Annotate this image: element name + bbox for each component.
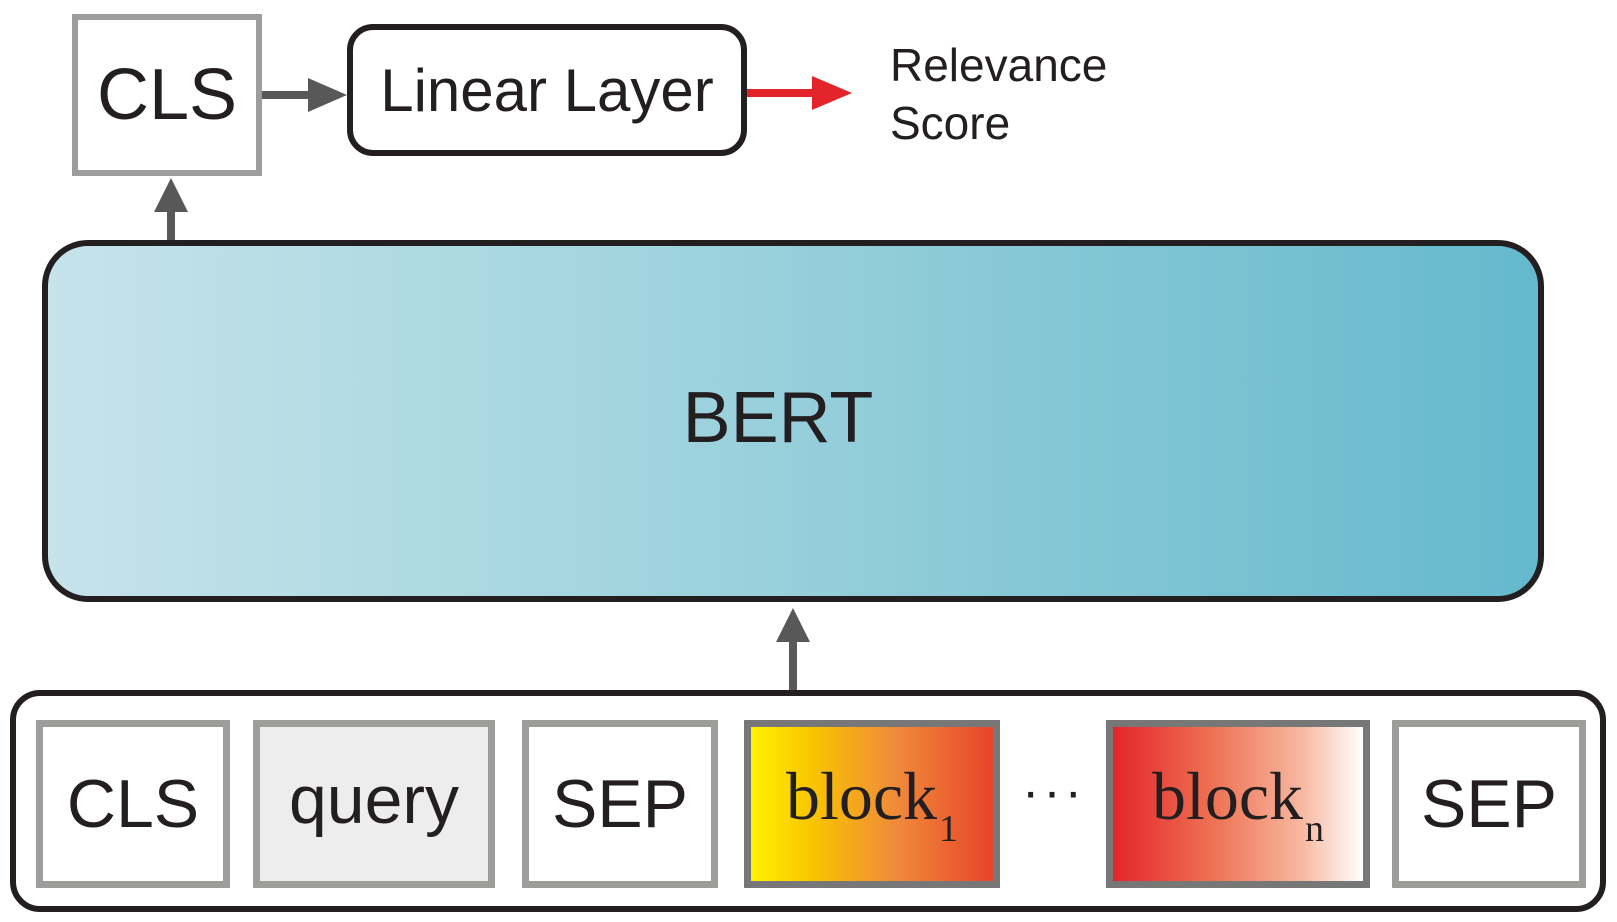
- cls-output-box: CLS: [72, 14, 262, 176]
- token-query-label: query: [288, 762, 460, 838]
- arrow-linear-to-score: [747, 76, 852, 110]
- token-block-1-subscript: 1: [939, 808, 959, 850]
- token-sep-first-label: SEP: [551, 766, 689, 842]
- arrow-cls-to-linear: [262, 78, 347, 112]
- arrow-input-to-bert: [776, 608, 810, 690]
- relevance-score-line2: Score: [890, 97, 1011, 149]
- arrow-bert-to-cls: [154, 178, 188, 240]
- bert-model-box: BERT: [42, 240, 1544, 602]
- token-sep-last: SEP: [1392, 720, 1586, 888]
- token-block-1-text: block1: [786, 757, 958, 851]
- token-block-1-label: block: [785, 758, 938, 834]
- token-block-n-label: block: [1151, 758, 1304, 834]
- relevance-score-label: Relevance Score: [890, 36, 1107, 152]
- token-block-n-text: blockn: [1152, 757, 1324, 851]
- token-cls: CLS: [36, 720, 230, 888]
- token-sep-first: SEP: [522, 720, 718, 888]
- sequence-ellipsis: ···: [1022, 763, 1086, 821]
- token-sep-last-label: SEP: [1420, 766, 1558, 842]
- token-cls-label: CLS: [66, 766, 200, 842]
- token-block-n: blockn: [1106, 720, 1370, 888]
- linear-layer-box: Linear Layer: [347, 24, 747, 156]
- token-query: query: [253, 720, 495, 888]
- token-block-n-subscript: n: [1305, 808, 1325, 850]
- relevance-score-line1: Relevance: [890, 39, 1108, 91]
- linear-layer-label: Linear Layer: [380, 56, 714, 124]
- bert-label: BERT: [682, 378, 874, 458]
- token-block-1: block1: [744, 720, 1000, 888]
- cls-output-label: CLS: [96, 55, 238, 135]
